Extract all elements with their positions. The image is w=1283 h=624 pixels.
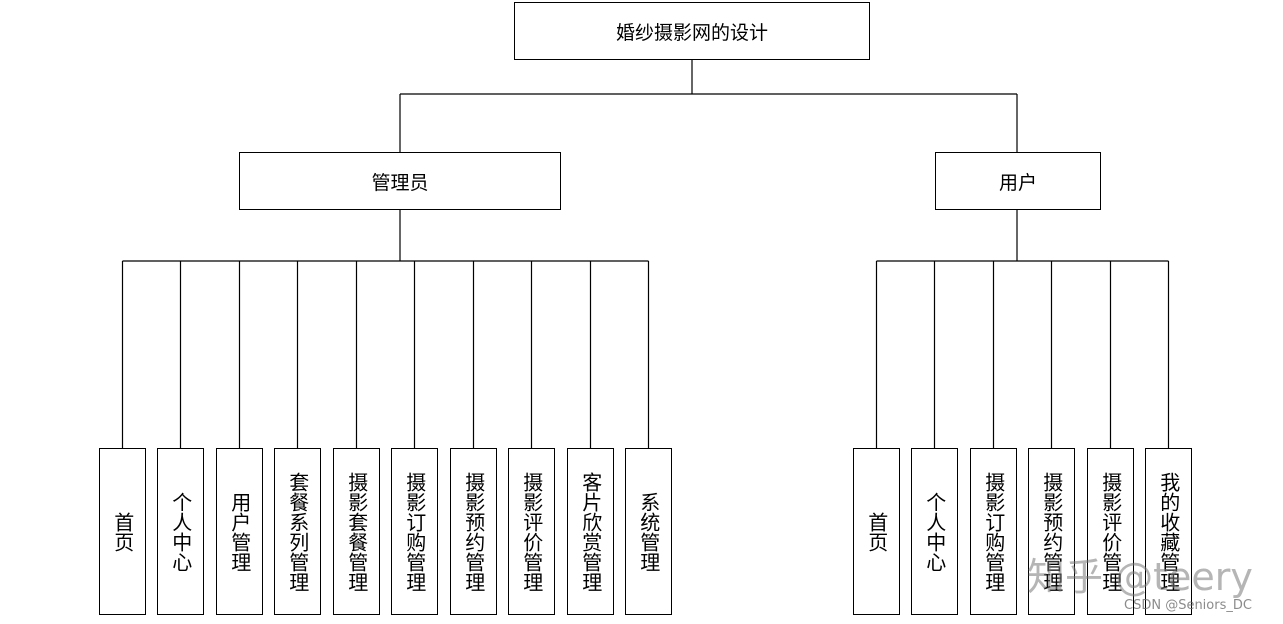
root-node-label: 婚纱摄影网的设计: [615, 21, 768, 44]
admin-leaf: 首页: [99, 448, 146, 615]
admin-leaf-label: 个人中心: [168, 491, 193, 572]
admin-leaf: 系统管理: [625, 448, 672, 615]
user-leaf: 首页: [853, 448, 900, 615]
admin-leaf-label: 摄影订购管理: [402, 471, 427, 592]
admin-leaf-label: 摄影评价管理: [519, 471, 544, 592]
admin-leaf-label: 摄影套餐管理: [344, 471, 369, 592]
admin-leaf: 摄影订购管理: [391, 448, 438, 615]
admin-node: 管理员: [239, 152, 561, 210]
user-leaf: 我的收藏管理: [1145, 448, 1192, 615]
admin-leaf-label: 首页: [110, 511, 135, 552]
admin-leaf: 摄影套餐管理: [333, 448, 380, 615]
user-leaf: 个人中心: [911, 448, 958, 615]
user-leaf-label: 摄影订购管理: [981, 471, 1006, 592]
admin-leaf: 用户管理: [216, 448, 263, 615]
admin-leaf: 个人中心: [157, 448, 204, 615]
admin-leaf-label: 套餐系列管理: [285, 471, 310, 592]
admin-node-label: 管理员: [371, 171, 429, 194]
user-leaf-label: 个人中心: [922, 491, 947, 572]
user-leaf-label: 摄影评价管理: [1098, 471, 1123, 592]
root-node: 婚纱摄影网的设计: [514, 2, 870, 60]
admin-leaf: 摄影预约管理: [450, 448, 497, 615]
watermark: 知乎 @teery: [1027, 555, 1253, 599]
admin-leaf-label: 摄影预约管理: [461, 471, 486, 592]
credit-text: CSDN @Seniors_DC: [1124, 598, 1252, 613]
user-leaf-label: 首页: [864, 511, 889, 552]
user-leaf-label: 摄影预约管理: [1039, 471, 1064, 592]
user-node-label: 用户: [998, 171, 1037, 194]
user-leaf: 摄影订购管理: [970, 448, 1017, 615]
user-node: 用户: [935, 152, 1101, 210]
admin-leaf-label: 用户管理: [227, 491, 252, 572]
user-leaf: 摄影预约管理: [1028, 448, 1075, 615]
admin-leaf: 摄影评价管理: [508, 448, 555, 615]
user-leaf-label: 我的收藏管理: [1156, 471, 1181, 592]
user-leaf: 摄影评价管理: [1087, 448, 1134, 615]
admin-leaf: 客片欣赏管理: [567, 448, 614, 615]
admin-leaf-label: 客片欣赏管理: [578, 471, 603, 592]
admin-leaf-label: 系统管理: [636, 491, 661, 572]
admin-leaf: 套餐系列管理: [274, 448, 321, 615]
